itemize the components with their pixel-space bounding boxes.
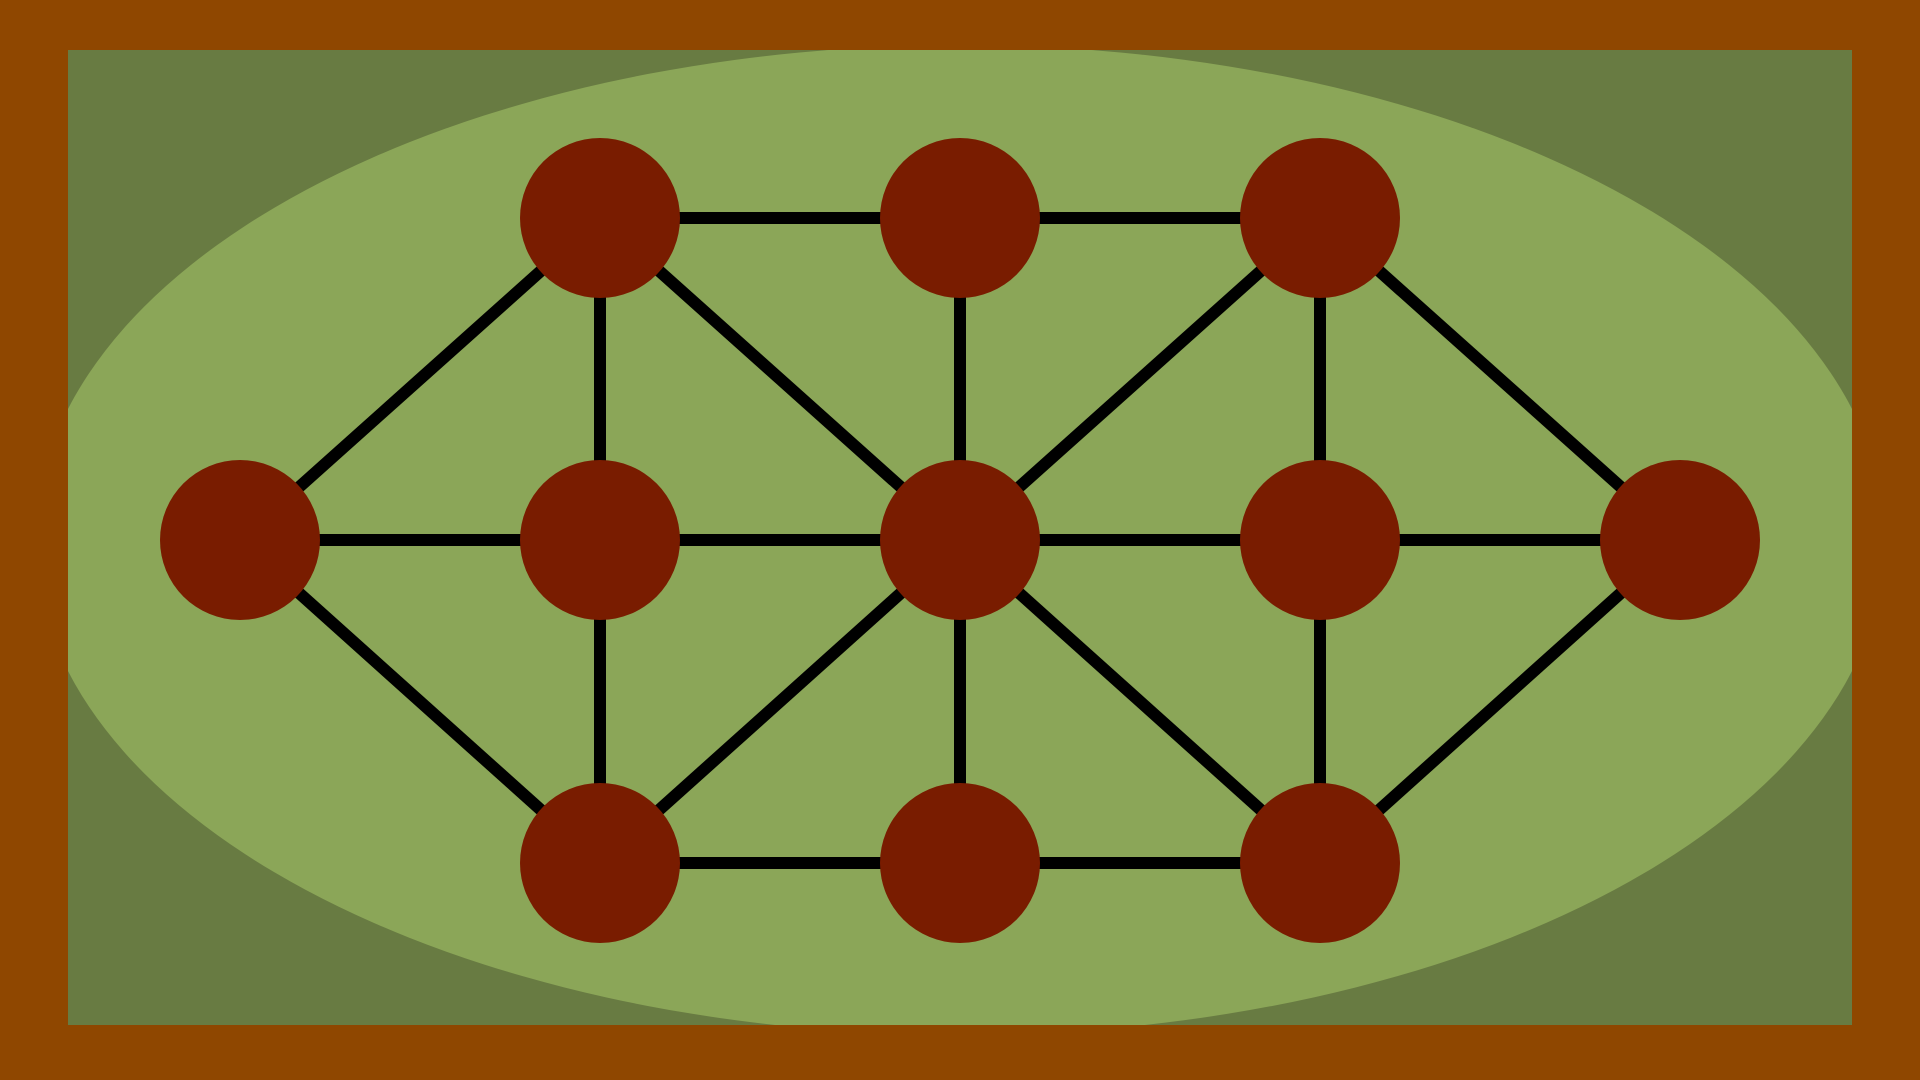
edge-top-right-to-center <box>955 213 1325 545</box>
board-nodes <box>160 138 1760 943</box>
edge-middle-far-right-to-bottom-right <box>1315 535 1685 868</box>
board-node-top-center[interactable] <box>880 138 1040 298</box>
edge-top-right-to-middle-far-right <box>1315 213 1685 545</box>
board-node-middle-far-left[interactable] <box>160 460 320 620</box>
board-node-bottom-right[interactable] <box>1240 783 1400 943</box>
board-node-center[interactable] <box>880 460 1040 620</box>
edge-center-to-bottom-left <box>595 535 965 868</box>
board-node-bottom-left[interactable] <box>520 783 680 943</box>
board-node-middle-left[interactable] <box>520 460 680 620</box>
edge-middle-far-left-to-bottom-left <box>235 535 605 868</box>
board-node-middle-far-right[interactable] <box>1600 460 1760 620</box>
board-node-top-left[interactable] <box>520 138 680 298</box>
edge-center-to-bottom-right <box>955 535 1325 868</box>
board-node-middle-right[interactable] <box>1240 460 1400 620</box>
edge-top-left-to-center <box>595 213 965 545</box>
edge-top-left-to-middle-far-left <box>235 213 605 545</box>
board-node-top-right[interactable] <box>1240 138 1400 298</box>
board-node-bottom-center[interactable] <box>880 783 1040 943</box>
